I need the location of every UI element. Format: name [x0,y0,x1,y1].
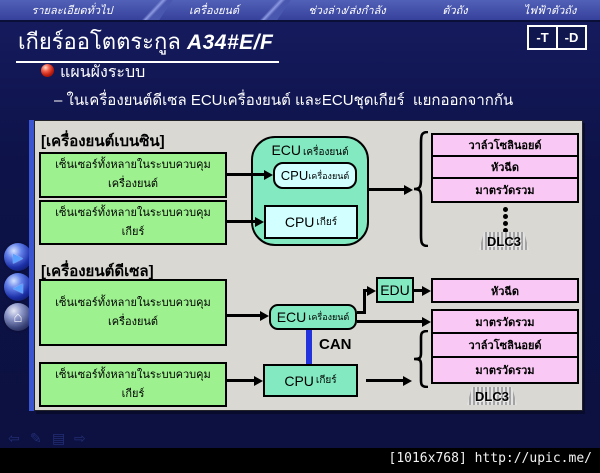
benzin-engine-sensors-box: เซ็นเซอร์ทั้งหลายในระบบควบคุม เครื่องยนต… [39,152,227,198]
diesel-output-meter: มาตรวัดรวม [433,311,577,334]
arrow-edu-to-injector [414,289,423,292]
tab-chassis-drivetrain[interactable]: ช่วงล่าง/ส่งกำลัง [308,5,386,17]
benzin-output-injector: หัวฉีด [433,157,577,179]
diesel-output-solenoid: วาล์วโซลินอยด์ [433,334,577,358]
red-sphere-bullet-icon [41,64,54,77]
home-button[interactable]: ⌂ [4,303,32,331]
ellipsis-dot [503,228,508,233]
title-model-code: A34#E/F [186,31,274,54]
arrowhead [255,217,264,227]
benzin-curly-brace [413,131,429,247]
benzin-output-meter: มาตรวัดรวม [475,185,535,197]
diesel-output-injector: หัวฉีด [431,278,579,303]
arrow-cpu-to-outputs [366,379,404,382]
benzin-cpu-gear-label: CPU [284,214,315,230]
diesel-edu-box: EDU [376,277,414,303]
diesel-ecu-label: ECU [276,309,307,325]
footer-bar [0,448,600,473]
t-mode-button[interactable]: -T [527,25,558,50]
arrow-diesel-sensor-to-ecu [227,314,261,317]
arrowhead [404,185,413,195]
top-tab-bar: รายละเอียดทั่วไป เครื่องยนต์ ช่วงล่าง/ส่… [0,0,600,22]
arrow-diesel-sensor-to-cpu [227,379,255,382]
diesel-section-label: [เครื่องยนต์ดีเซล] [41,263,154,280]
page-title: เกียร์ออโตตระกูล A34#E/F [16,24,280,63]
diesel-output-meter2: มาตรวัดรวม [475,365,535,377]
section-heading: แผนผังระบบ [60,64,146,81]
benzin-cpu-engine-sublabel: เครื่องยนต์ [308,170,350,181]
benzin-section-label: [เครื่องยนต์เบนซิน] [41,133,165,150]
arrowhead [422,317,431,327]
back-arrow-icon: ◀ [13,279,23,295]
arrow-ecu-to-edu-seg3 [363,289,368,292]
benzin-gear-sensors-line1: เซ็นเซอร์ทั้งหลายในระบบควบคุม [55,206,211,219]
watermark-text: [1016x768] http://upic.me/ [388,451,593,466]
panel-left-accent [29,120,34,411]
arrowhead [264,170,273,180]
toolbar-list-icon[interactable]: ▤ [52,430,66,446]
benzin-gear-sensors-box: เซ็นเซอร์ทั้งหลายในระบบควบคุม เกียร์ [39,200,227,245]
toolbar-back-icon[interactable]: ⇦ [8,430,20,446]
benzin-ecu-sublabel: เครื่องยนต์ [303,147,349,158]
ellipsis-dot [503,214,508,219]
diesel-engine-sensors-line1: เซ็นเซอร์ทั้งหลายในระบบควบคุม [55,296,211,309]
toolbar-forward-icon[interactable]: ⇨ [74,430,86,446]
toolbar-edit-icon[interactable]: ✎ [30,430,42,446]
diesel-engine-sensors-line2: เครื่องยนต์ [107,315,159,328]
tab-body[interactable]: ตัวถัง [442,5,468,17]
diesel-gear-sensors-line1: เซ็นเซอร์ทั้งหลายในระบบควบคุม [55,368,211,381]
benzin-outputs-stack: วาล์วโซลินอยด์ หัวฉีด มาตรวัดรวม [431,133,579,203]
can-bus-line [306,330,312,364]
diesel-gear-sensors-box: เซ็นเซอร์ทั้งหลายในระบบควบคุม เกียร์ [39,362,227,407]
tab-engine[interactable]: เครื่องยนต์ [188,5,240,17]
diesel-cpu-gear-label: CPU [284,372,314,389]
d-mode-button[interactable]: -D [558,25,587,50]
title-text: เกียร์ออโตตระกูล [18,29,181,54]
ellipsis-dot [503,221,508,226]
arrow-ecu-to-edu-seg2 [363,289,366,314]
tab-general-details[interactable]: รายละเอียดทั่วไป [31,5,113,17]
diesel-gear-sensors-line2: เกียร์ [121,387,145,400]
tab-body-electrical[interactable]: ไฟฟ้าตัวถัง [523,5,577,17]
arrow-benzin-sensor-to-cpu-engine [227,173,265,176]
forward-button[interactable]: ▶ [4,243,32,271]
back-button[interactable]: ◀ [4,273,32,301]
diesel-ecu-sublabel: เครื่องยนต์ [308,312,350,322]
home-icon: ⌂ [13,308,23,326]
benzin-ecu-label: ECU [271,142,301,158]
arrowhead [254,376,263,386]
diesel-engine-sensors-box: เซ็นเซอร์ทั้งหลายในระบบควบคุม เครื่องยนต… [39,279,227,346]
diesel-dlc3-connector: DLC3 [467,387,517,405]
benzin-output-solenoid: วาล์วโซลินอยด์ [433,135,577,157]
benzin-gear-sensors-line2: เกียร์ [121,225,145,238]
benzin-engine-sensors-line1: เซ็นเซอร์ทั้งหลายในระบบควบคุม [55,159,211,172]
diesel-curly-brace [413,330,429,388]
benzin-cpu-gear-sublabel: เกียร์ [316,216,338,228]
arrowhead [260,311,269,321]
arrowhead [422,286,431,296]
benzin-cpu-engine-label: CPU [280,168,309,183]
arrow-benzin-sensor-to-cpu-gear [227,220,256,223]
arrow-ecu-to-edu-seg1 [357,311,366,314]
diagram-panel: [เครื่องยนต์เบนซิน] เซ็นเซอร์ทั้งหลายในร… [34,120,583,411]
ellipsis-dot [503,207,508,212]
diesel-cpu-gear-sublabel: เกียร์ [315,375,337,386]
arrowhead [403,376,412,386]
arrow-benzin-ecu-to-outputs [369,188,405,191]
diesel-outputs-stack: มาตรวัดรวม วาล์วโซลินอยด์ มาตรวัดรวม [431,309,579,384]
forward-arrow-icon: ▶ [13,249,23,265]
arrow-ecu-to-meter [357,320,423,323]
can-bus-label: CAN [319,336,352,353]
arrowhead [367,286,376,296]
benzin-engine-sensors-line2: เครื่องยนต์ [107,178,159,190]
mode-buttons: -T -D [527,25,587,50]
benzin-dlc3-connector: DLC3 [479,232,529,250]
section-subheading: – ในเครื่องยนต์ดีเซล ECUเครื่องยนต์ และE… [54,92,514,109]
